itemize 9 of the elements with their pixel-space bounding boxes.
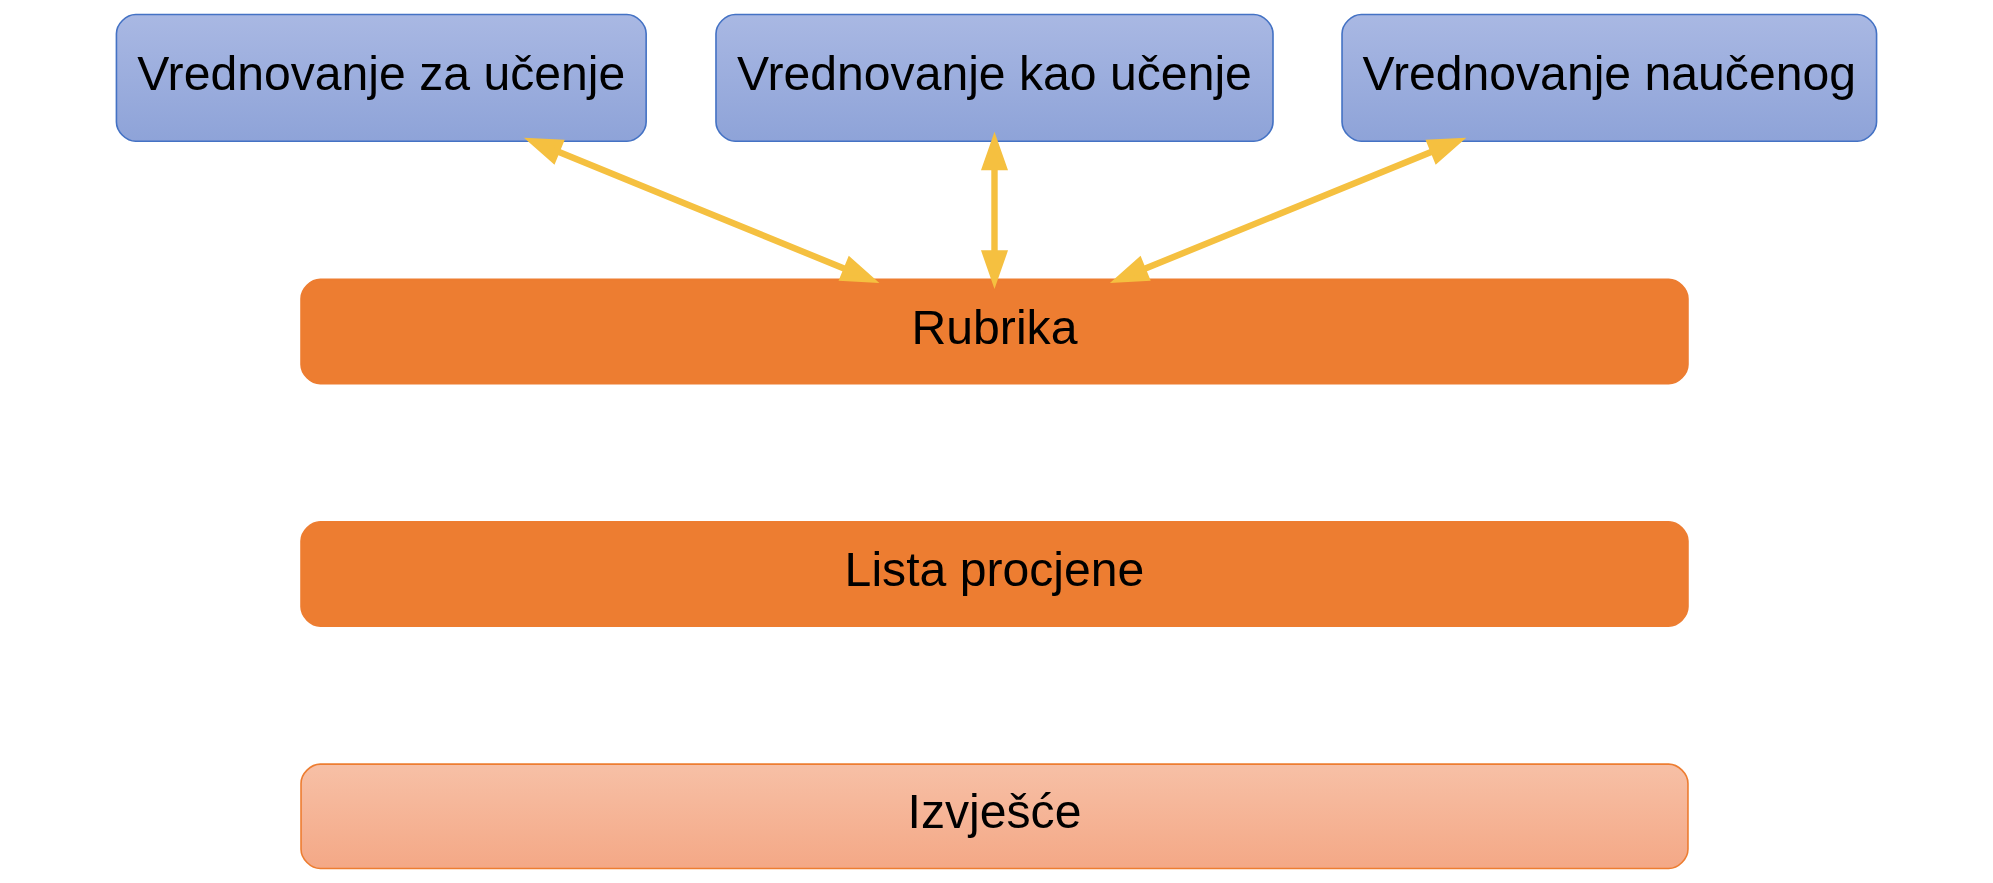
node-box: Lista procjene [300, 520, 1689, 627]
node-box: Vrednovanje za učenje [115, 13, 647, 143]
node-box: Rubrika [300, 278, 1689, 385]
node-box: Vrednovanje kao učenje [715, 13, 1274, 143]
arrow [523, 137, 880, 283]
arrow [980, 131, 1008, 289]
node-box: Izvješće [300, 763, 1689, 870]
arrow [1109, 137, 1467, 283]
node-box: Vrednovanje naučenog [1341, 13, 1878, 143]
